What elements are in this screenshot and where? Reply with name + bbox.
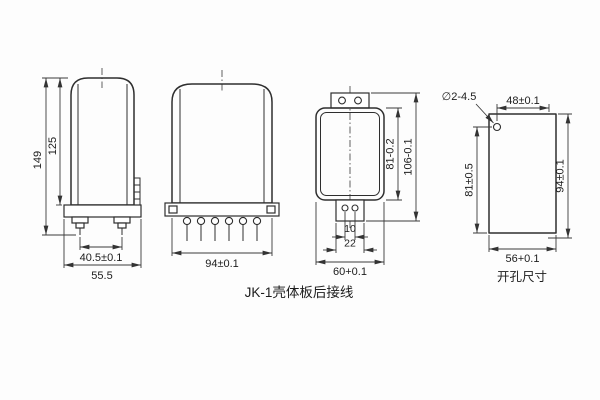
case-edge-lines [179, 89, 265, 203]
flange-screw [168, 205, 178, 214]
screw-hole [338, 96, 346, 105]
dim-rear-overall-height: 106-0.1 [403, 138, 415, 175]
dim-height-body: 125 [47, 137, 59, 155]
base-flange [164, 202, 280, 217]
extension-lines [79, 237, 123, 250]
extension-lines [63, 219, 142, 268]
dim-rear-tab-width: 22 [344, 238, 356, 250]
dim-stud-spacing: 40.5±0.1 [80, 252, 123, 264]
screw-hole [354, 96, 362, 105]
dim-base-width: 55.5 [91, 270, 112, 282]
relay-case-side-outline [70, 77, 135, 206]
dim-rear-body-width: 60+0.1 [333, 266, 367, 278]
side-view: 149 125 40.5±0.1 55.5 [32, 68, 142, 282]
hole-diameter-note: ∅2-4.5 [442, 91, 477, 103]
extension-lines [171, 218, 273, 256]
mounting-hole [492, 122, 502, 132]
screw-hole [351, 204, 359, 212]
terminal-pins [182, 216, 262, 241]
terminal-stud [71, 216, 89, 235]
bottom-tab [335, 199, 365, 222]
cutout-rectangle [488, 113, 557, 234]
relay-case-front-outline [171, 83, 273, 204]
terminal-stud [113, 216, 131, 235]
dim-front-width: 94±0.1 [205, 258, 239, 270]
dim-rear-body-height: 81-0.2 [385, 138, 397, 169]
dim-height-overall: 149 [32, 151, 44, 169]
rear-view: 81-0.2 106-0.1 10 22 60+0.1 [315, 86, 420, 278]
base-flange [63, 204, 142, 218]
panel-cutout-view: ∅2-4.5 48±0.1 81±0.5 94±0.1 56+0.1 开孔尺寸 [442, 91, 572, 284]
dim-cutout-width-bottom: 56+0.1 [506, 253, 540, 265]
screw-hole [341, 204, 349, 212]
dim-cutout-height-right: 94±0.1 [555, 159, 567, 193]
top-tab [330, 92, 370, 109]
extension-lines [315, 202, 385, 265]
leader-line [475, 103, 494, 124]
drawing-title: JK-1壳体板后接线 [245, 284, 354, 300]
rear-body-inner [320, 112, 380, 196]
extension-lines [366, 92, 420, 222]
dim-cutout-height-left: 81±0.5 [464, 163, 476, 197]
front-view: 94±0.1 [164, 70, 280, 270]
extension-lines [473, 126, 492, 234]
terminal-board-ticks [134, 184, 140, 200]
dim-cutout-top-spacing: 48±0.1 [506, 95, 540, 107]
dim-rear-hole-spacing: 10 [344, 223, 356, 235]
cutout-caption: 开孔尺寸 [497, 270, 547, 284]
flange-screw [266, 205, 276, 214]
